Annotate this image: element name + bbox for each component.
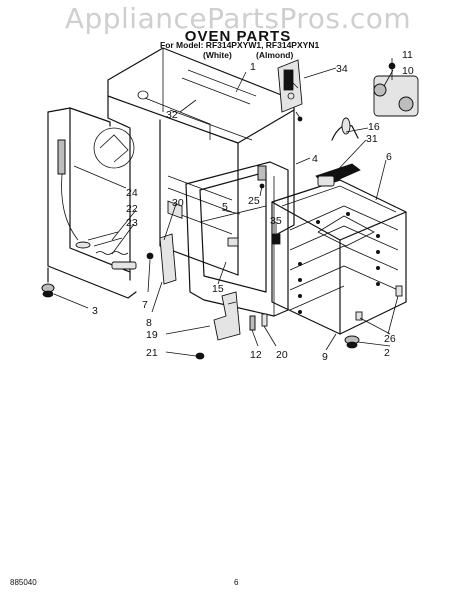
callout-4: 4	[312, 153, 318, 165]
callout-32: 32	[166, 109, 178, 121]
callout-35: 35	[270, 215, 282, 227]
broil-element	[315, 163, 361, 187]
callout-12: 12	[250, 349, 262, 361]
callout-10: 10	[402, 65, 414, 77]
callout-23: 23	[126, 217, 138, 229]
side-panel	[47, 107, 137, 299]
hinge-assembly	[146, 233, 268, 360]
control-knob	[373, 62, 419, 117]
callout-7: 7	[142, 299, 148, 311]
callout-24: 24	[126, 187, 138, 199]
leveling-foot-right	[344, 285, 403, 349]
callout-labels: 1 2 3 4 5 6 7 8 9 10 11 12 15 16 19 20 2…	[92, 49, 414, 363]
color-almond-label: (Almond)	[256, 50, 294, 60]
callout-2: 2	[384, 347, 390, 359]
callout-11: 11	[402, 49, 413, 61]
callout-1: 1	[250, 61, 256, 73]
oven-cabinet	[107, 47, 295, 281]
page-number: 6	[234, 578, 239, 587]
color-white-label: (White)	[203, 50, 232, 60]
callout-5: 5	[222, 201, 228, 213]
document-number: 885040	[10, 578, 37, 587]
callout-25: 25	[248, 195, 260, 207]
page-title: OVEN PARTS	[184, 28, 292, 45]
callout-16: 16	[368, 121, 380, 133]
callout-20: 20	[276, 349, 288, 361]
thermostat-bracket	[277, 59, 303, 122]
callout-9: 9	[322, 351, 328, 363]
callout-15: 15	[212, 283, 224, 295]
callout-22: 22	[126, 203, 138, 215]
callout-34: 34	[336, 63, 348, 75]
callout-26: 26	[384, 333, 396, 345]
callout-19: 19	[146, 329, 158, 341]
bake-element-parts	[87, 231, 137, 270]
model-line: For Model: RF314PXYW1, RF314PXYN1	[160, 40, 320, 50]
oven-liner	[271, 179, 407, 335]
front-frame	[185, 161, 289, 317]
callout-31: 31	[366, 133, 378, 145]
sensor-tube	[331, 117, 359, 141]
callout-8: 8	[146, 317, 152, 329]
leveling-leg	[41, 267, 55, 298]
leader-lines	[53, 58, 399, 357]
callout-21: 21	[146, 347, 158, 359]
site-watermark: AppliancePartsPros.com	[64, 2, 412, 35]
callout-3: 3	[92, 305, 98, 317]
callout-30: 30	[172, 197, 184, 209]
callout-6: 6	[386, 151, 392, 163]
